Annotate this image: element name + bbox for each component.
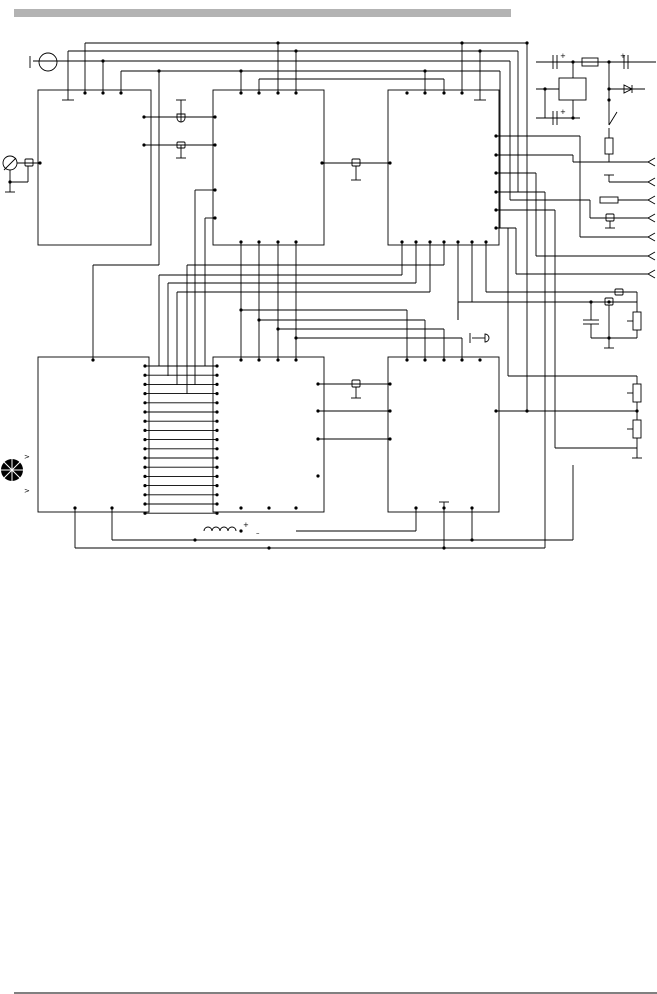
terminal-arrow-icon: [647, 213, 656, 223]
bus-pin-dot: [143, 511, 147, 515]
bus-pin-dot: [215, 447, 219, 451]
block-top-right: [387, 89, 500, 246]
bus-pin-dot: [143, 484, 147, 488]
bus-pin-dot: [143, 447, 147, 451]
switch-icon: [608, 111, 618, 126]
capacitor-icon: [552, 55, 558, 69]
bus-pin-dot: [143, 428, 147, 432]
inductor-coil-icon: [203, 526, 243, 533]
bus-pin-dot: [215, 410, 219, 414]
block-bottom-right: [387, 356, 500, 513]
bus-pin-dot: [143, 438, 147, 442]
bus-pin-dot: [215, 428, 219, 432]
inductor-minus-label: –: [256, 529, 260, 537]
bus-pin-dot: [143, 373, 147, 377]
bus-pin-dot: [143, 474, 147, 478]
bus-pin-dot: [143, 382, 147, 386]
cap2-plus-label: +: [620, 52, 626, 60]
bus-pin-dot: [215, 484, 219, 488]
cap3-plus-label: +: [560, 108, 566, 116]
bottom-pin-dots: [239, 358, 482, 362]
bus-pin-dot: [143, 364, 147, 368]
bus-pin-dot: [215, 474, 219, 478]
bus-pin-dot: [143, 419, 147, 423]
block-top-left: [37, 89, 152, 246]
indicator-mark-1: >: [24, 453, 30, 461]
bus-pin-dot: [143, 401, 147, 405]
terminal-arrows: [647, 157, 656, 279]
bus-pin-dot: [215, 419, 219, 423]
bus-pin-dot: [215, 373, 219, 377]
bus-pin-dot: [215, 465, 219, 469]
bus-pin-dot: [143, 392, 147, 396]
probe-sensor-icon: [2, 155, 42, 193]
bus-pin-dot: [143, 493, 147, 497]
top-pin-dots: [83, 41, 529, 95]
top-left-connections: [91, 99, 217, 362]
bus-pin-dot: [215, 382, 219, 386]
bottom-rail-wires: [73, 465, 574, 550]
bus-pin-dot: [215, 502, 219, 506]
fuse-icon: [604, 137, 614, 155]
bottom-center-connections: [316, 379, 639, 478]
bus-pin-dot: [143, 465, 147, 469]
middle-routing-wires: [158, 228, 638, 394]
bus-pin-dot: [143, 410, 147, 414]
inductor-plus-label: +: [243, 521, 249, 529]
diode-icon: [623, 84, 634, 94]
potentiometer-icon: [627, 311, 642, 338]
bus-pin-dot: [215, 392, 219, 396]
block-top-center: [212, 89, 325, 246]
fan-wheel-icon: [1, 459, 23, 481]
bus-pin-dot: [215, 511, 219, 515]
bus-pin-dot: [215, 456, 219, 460]
block-bottom-left: [37, 356, 150, 513]
terminal-arrow-icon: [647, 195, 656, 205]
circle-source-icon: [29, 52, 58, 72]
cap1-plus-label: +: [560, 52, 566, 60]
terminal-arrow-icon: [647, 157, 656, 167]
header-bar: [14, 9, 511, 17]
terminal-arrow-icon: [647, 232, 656, 242]
right-side-components: [536, 55, 656, 459]
bus-pin-dot: [215, 401, 219, 405]
parallel-bus-lines: [143, 364, 219, 515]
terminal-arrow-icon: [647, 251, 656, 261]
terminal-arrow-icon: [647, 177, 656, 187]
bus-pin-dot: [143, 456, 147, 460]
block-bottom-center: [212, 356, 325, 513]
bus-pin-dot: [143, 502, 147, 506]
bus-pin-dot: [215, 438, 219, 442]
top-bus-wires: [33, 42, 528, 411]
resistor-icon: [581, 57, 599, 67]
bus-pin-dot: [215, 493, 219, 497]
top-right-outputs: [400, 134, 648, 548]
terminal-arrow-icon: [647, 269, 656, 279]
bus-pin-dot: [215, 364, 219, 368]
indicator-mark-2: >: [24, 487, 30, 495]
